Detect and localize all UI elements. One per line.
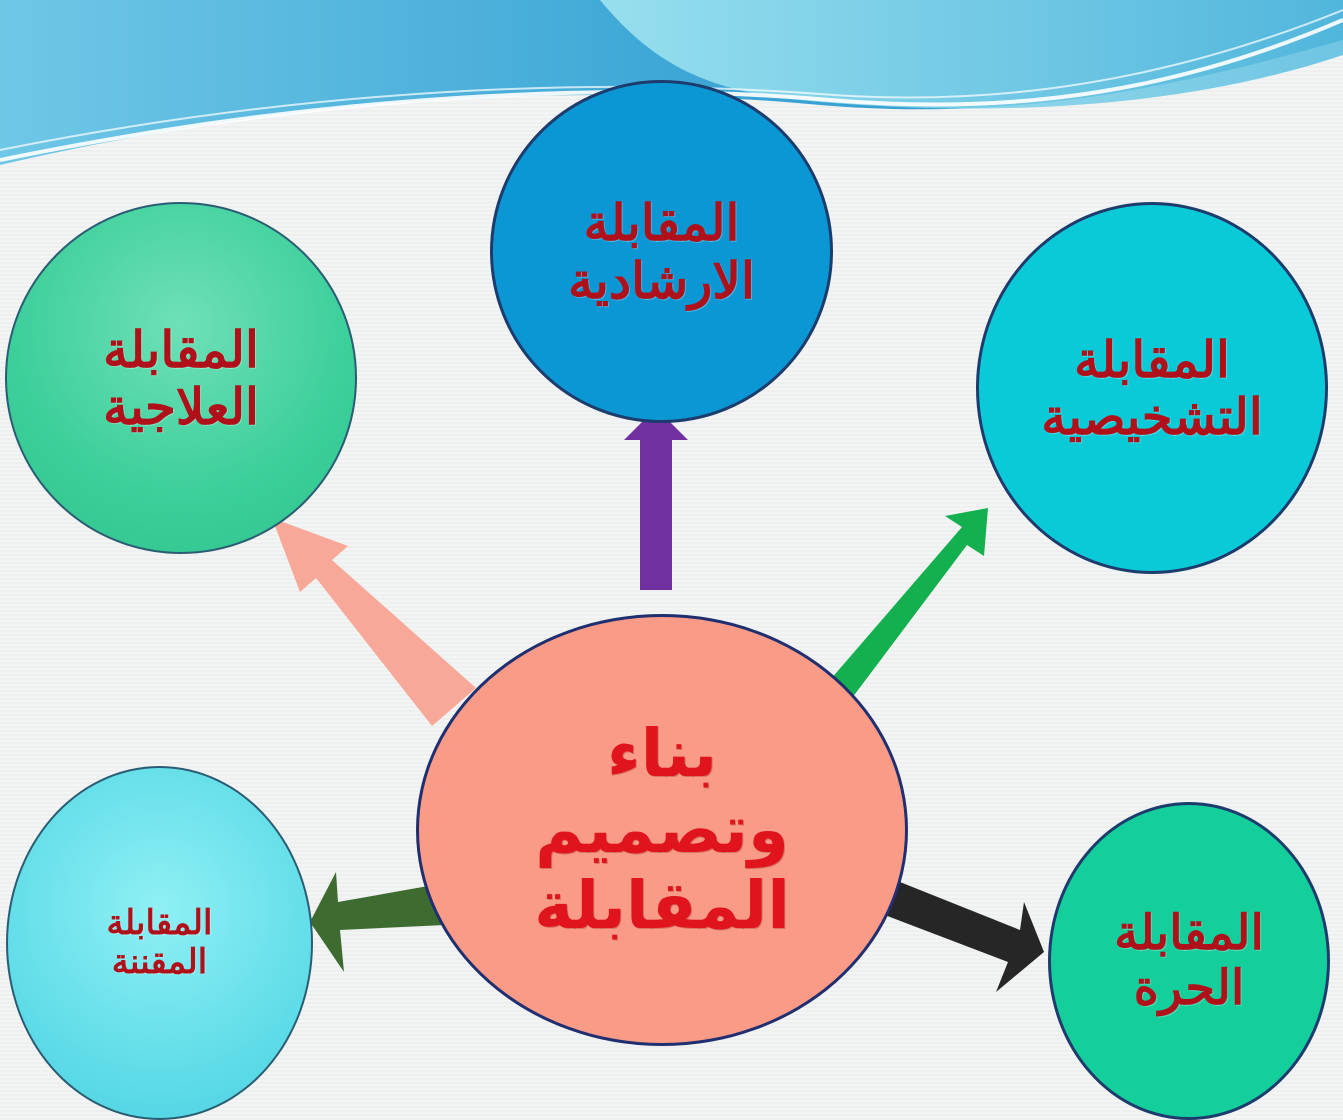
center-label-2: وتصميم — [535, 791, 789, 869]
center-label-1: بناء — [606, 715, 718, 793]
node-right-label-2: التشخيصية — [1041, 387, 1263, 446]
top-wave-line — [0, 18, 1343, 162]
top-wave-line-2 — [0, 9, 1343, 151]
node-bl-label-1: المقابلة — [106, 902, 213, 943]
arrow-up — [624, 408, 688, 590]
node-structured-interview: المقابلة المقننة — [6, 766, 313, 1120]
arrow-upper-right — [830, 508, 988, 698]
node-left-label-2: العلاجية — [103, 377, 259, 436]
center-label-3: المقابلة — [534, 866, 790, 944]
arrow-lower-left — [310, 872, 466, 972]
node-free-interview: المقابلة الحرة — [1048, 802, 1330, 1120]
node-left-label-1: المقابلة — [103, 319, 259, 379]
node-br-label-1: المقابلة — [1114, 904, 1264, 961]
node-therapeutic-interview: المقابلة العلاجية — [5, 202, 357, 554]
node-top-label-2: الارشادية — [568, 250, 755, 310]
node-br-label-2: الحرة — [1133, 960, 1245, 1016]
node-guidance-interview: المقابلة الارشادية — [490, 80, 833, 423]
node-right-label-1: المقابلة — [1074, 329, 1230, 389]
arrow-upper-left — [272, 518, 476, 726]
arrow-lower-right — [856, 870, 1044, 992]
node-top-label-1: المقابلة — [583, 193, 740, 252]
node-diagnostic-interview: المقابلة التشخيصية — [976, 202, 1328, 574]
center-node: بناء وتصميم المقابلة — [416, 614, 908, 1046]
node-bl-label-2: المقننة — [111, 942, 208, 982]
